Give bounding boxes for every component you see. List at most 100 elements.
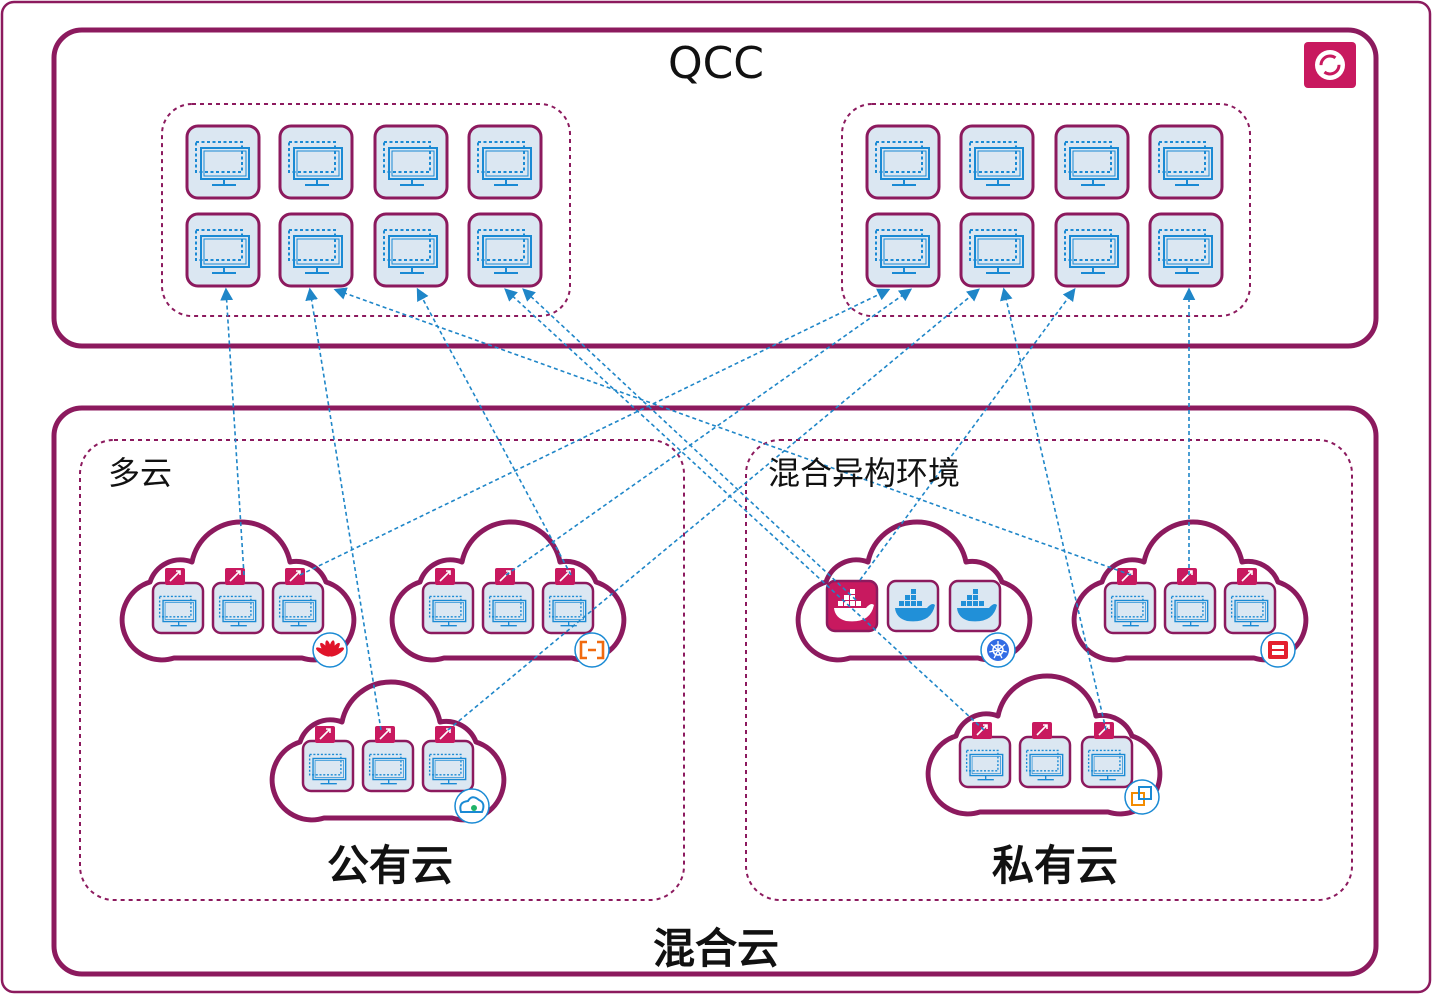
vm-tile xyxy=(865,124,941,200)
monitor-icon xyxy=(1025,749,1064,781)
cloud-vm xyxy=(1080,722,1134,789)
docker-icon xyxy=(948,579,1002,633)
migration-tag-icon xyxy=(315,726,335,743)
migration-tag-icon xyxy=(375,726,395,743)
hybrid-cloud-label: 混合云 xyxy=(652,924,779,973)
vm-pool-right xyxy=(841,103,1251,317)
vm-tile xyxy=(1148,212,1224,288)
hetero-env-label: 混合异构环境 xyxy=(768,454,961,492)
migration-arrow xyxy=(504,288,985,731)
monitor-icon xyxy=(278,595,317,627)
monitor-icon xyxy=(308,753,347,785)
vm-tile xyxy=(1054,124,1130,200)
cloud-vm xyxy=(421,726,475,793)
migration-arrow xyxy=(305,287,382,731)
monitor-icon xyxy=(195,229,250,274)
monitor-icon xyxy=(875,141,930,186)
qcc-title: QCC xyxy=(667,38,765,89)
monitor-icon xyxy=(368,753,407,785)
monitor-icon xyxy=(1064,141,1119,186)
cloud-vm xyxy=(958,722,1012,789)
migration-tag-icon xyxy=(165,568,185,585)
migration-tag-icon xyxy=(225,568,245,585)
migration-tag-icon xyxy=(435,726,455,743)
cloud-vm xyxy=(211,568,265,635)
monitor-icon xyxy=(218,595,257,627)
migration-tag-icon xyxy=(1094,722,1114,739)
public-cloud-group xyxy=(79,439,685,901)
huawei-icon xyxy=(312,632,348,668)
private-cloud-group xyxy=(745,439,1353,901)
monitor-icon xyxy=(428,595,467,627)
vm-tile xyxy=(467,124,543,200)
migration-arrow xyxy=(447,288,980,731)
monitor-icon xyxy=(288,141,343,186)
migration-arrow xyxy=(220,287,245,576)
monitor-icon xyxy=(158,595,197,627)
migration-tag-icon xyxy=(972,722,992,739)
monitor-icon xyxy=(1158,141,1213,186)
cloud-vm xyxy=(151,568,205,635)
vm-pool-left xyxy=(161,103,571,317)
migration-tag-icon xyxy=(1117,568,1137,585)
cloud-vm xyxy=(271,568,325,635)
monitor-icon xyxy=(383,141,438,186)
migration-tag-icon xyxy=(1032,722,1052,739)
cloud-vm xyxy=(361,726,415,793)
monitor-icon xyxy=(477,141,532,186)
cloud-vm xyxy=(1223,568,1277,635)
aliyun-cloud xyxy=(389,519,627,668)
monitor-icon xyxy=(875,229,930,274)
private-cloud-label: 私有云 xyxy=(991,841,1118,890)
monitor-icon xyxy=(195,141,250,186)
vm-tile xyxy=(278,212,354,288)
cloud-vm xyxy=(1103,568,1157,635)
tencent-cloud xyxy=(269,679,507,824)
vm-tile xyxy=(278,124,354,200)
vmware-cloud xyxy=(925,673,1163,817)
cloud-vm xyxy=(1018,722,1072,789)
vm-tile xyxy=(373,124,449,200)
kubernetes-icon xyxy=(980,632,1016,668)
monitor-icon xyxy=(1064,229,1119,274)
vm-tile xyxy=(373,212,449,288)
migration-tag-icon xyxy=(1237,568,1257,585)
docker-icon xyxy=(825,579,879,633)
monitor-icon xyxy=(383,229,438,274)
migration-arrow xyxy=(522,288,857,601)
public-cloud-label: 公有云 xyxy=(326,841,453,890)
hybrid-cloud-panel xyxy=(51,405,1379,977)
vm-tile xyxy=(185,212,261,288)
aliyun-icon xyxy=(574,632,610,668)
migration-tag-icon xyxy=(495,568,515,585)
huawei-cloud xyxy=(119,519,357,668)
migration-arrow xyxy=(299,288,891,576)
migration-tag-icon xyxy=(285,568,305,585)
cloud-vm xyxy=(421,568,475,635)
vm-tile xyxy=(959,124,1035,200)
monitor-icon xyxy=(969,229,1024,274)
vm-tile xyxy=(1148,124,1224,200)
monitor-icon xyxy=(428,753,467,785)
vmware-icon xyxy=(1124,779,1160,815)
docker-cloud xyxy=(795,519,1033,668)
openstack-cloud xyxy=(1071,519,1309,668)
migration-arrow xyxy=(1000,287,1107,731)
vm-tile xyxy=(1054,212,1130,288)
vm-tile xyxy=(467,212,543,288)
migration-arrow xyxy=(416,287,572,576)
migration-arrow xyxy=(505,288,913,576)
monitor-icon xyxy=(969,141,1024,186)
monitor-icon xyxy=(1158,229,1213,274)
vm-tile xyxy=(185,124,261,200)
migration-tag-icon xyxy=(435,568,455,585)
qcc-logo-icon xyxy=(1304,42,1356,88)
monitor-icon xyxy=(488,595,527,627)
migration-tag-icon xyxy=(555,568,575,585)
migration-tag-icon xyxy=(1177,568,1197,585)
multi-cloud-label: 多云 xyxy=(108,454,173,492)
vm-tile xyxy=(959,212,1035,288)
